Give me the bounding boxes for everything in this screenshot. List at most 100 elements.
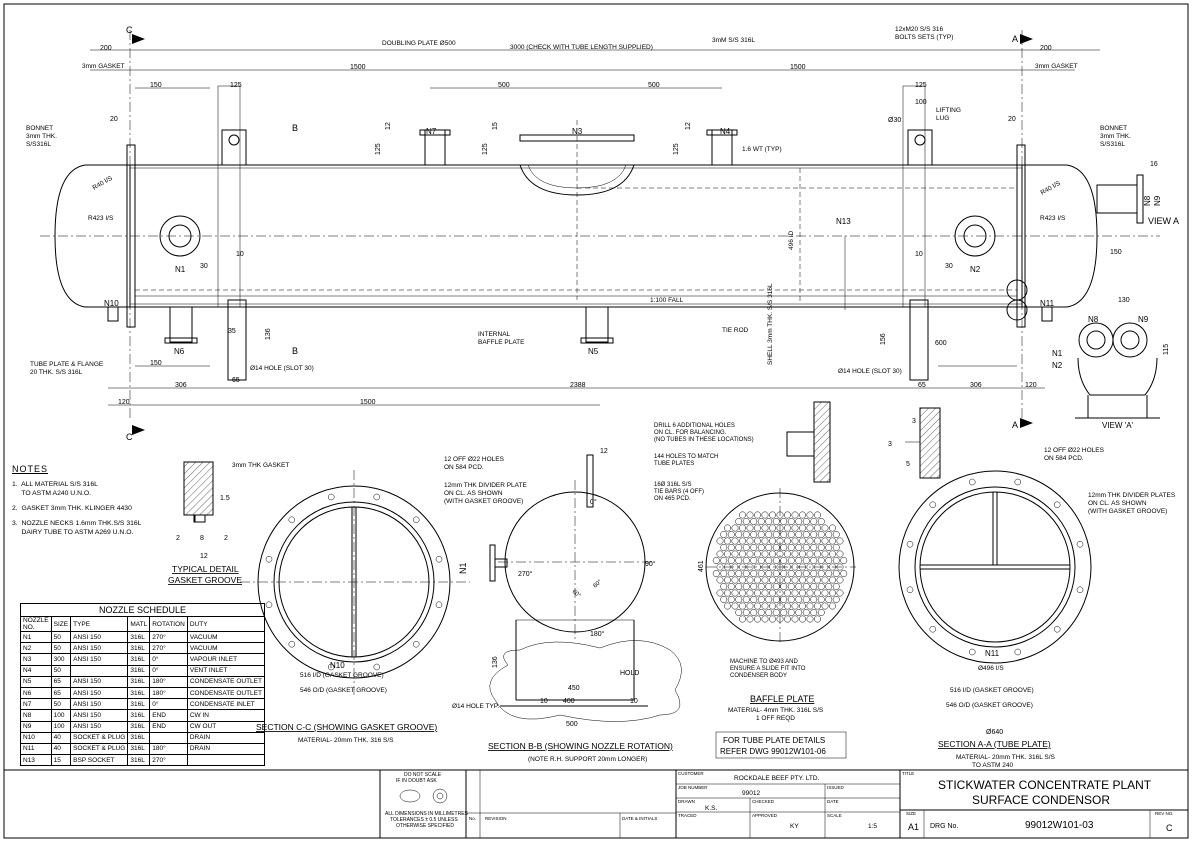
tube-hole [735,544,743,551]
tube-hole [806,537,814,545]
tube-hole [795,544,803,551]
tube-hole [765,596,773,603]
tube-hole [772,544,780,551]
tube-hole [829,602,836,610]
groove-8: 8 [200,535,204,542]
bolt-hole [435,555,443,563]
tube-hole [784,550,791,558]
bb-dim-12: 12 [600,448,608,455]
n6-label: N6 [174,347,185,356]
tube-hole [784,615,791,623]
bolt-hole [1014,478,1022,486]
tube-hole [780,544,788,551]
tube-hole [802,557,810,564]
checked-label: CHECKED [752,799,775,804]
tube-hole [754,524,761,532]
view-a2-label: VIEW 'A' [1102,421,1134,430]
dim-130: 130 [1118,297,1130,304]
dim-200-left: 200 [100,45,112,52]
view-a-label: VIEW A [1148,216,1179,226]
tube-hole [780,596,788,603]
tube-hole [814,576,821,584]
tube-hole [746,524,754,532]
tube-hole [742,583,750,590]
nozzle-cell: VACUUM [186,642,265,655]
doubling-plate-label: DOUBLING PLATE Ø500 [382,40,456,47]
nozzle-cell: ANSI 150 [70,630,129,644]
view-a-n9: N9 [1138,315,1149,324]
tube-hole [784,602,791,610]
bolt-hole [373,663,381,671]
gasket3-label: 3mm THK GASKET [232,462,289,469]
nozzle-cell: 316L [127,642,151,655]
bolt-hole [929,625,937,633]
nozzle-n8 [1096,184,1138,214]
dim-500-b: 500 [648,82,660,89]
tube-hole [757,596,765,603]
tube-hole [825,544,833,551]
dim-20-a: 20 [110,116,118,123]
section-a-top: A [1012,34,1018,44]
nozzle-cell: 180° [149,742,188,756]
tube-hole [810,596,818,603]
tube-hole [735,518,743,525]
tube-hole [829,576,836,584]
tube-hole [787,596,795,603]
dim-306-a: 306 [175,382,187,389]
nozzle-cell: 180° [149,675,188,688]
tube-hole [836,537,844,545]
tube-hole [802,609,810,616]
dim-1500-a: 1500 [350,64,366,71]
nozzle-cell [186,754,265,767]
tube-hole [735,531,743,538]
lifting-lug-left [221,129,247,166]
tube-hole [731,589,739,597]
tube-hole [784,537,791,545]
bb-dim-10b: 10 [630,698,638,705]
nozzle-cell: END [149,720,188,733]
dim-100: 100 [915,99,927,106]
tube-hole [769,589,776,597]
tube-hole [817,518,825,525]
bolt-hole [1053,501,1061,509]
tube-hole [739,615,746,623]
nozzle-cell: 0° [149,698,188,711]
tube-hole [757,544,765,551]
tube-hole [739,511,746,519]
dim-306-b: 306 [970,382,982,389]
tube-hole [716,563,724,571]
bb-dim-136: 136 [492,656,499,668]
tube-hole [720,583,728,590]
dim-1500-c: 1500 [360,399,376,406]
nozzle-cell: 316L [127,675,151,688]
dim-65-a: 65 [232,377,240,384]
tube-hole [724,589,731,597]
tube-hole [750,596,758,603]
issued-label: ISSUED [827,785,845,790]
nozzle-cell: 316L [127,630,151,644]
overall-length: 3000 (CHECK WITH TUBE LENGTH SUPPLIED) [510,44,653,51]
tube-hole [810,570,818,577]
bolt-hole [265,555,273,563]
tube-hole [765,531,773,538]
note-item: 2. GASKET 3mm THK. KLINGER 4430 [12,505,132,512]
tube-hole [821,537,829,545]
tube-hole [832,544,840,551]
nozzle-cell: 65 [50,675,72,688]
tube-hole [787,544,795,551]
nozzle-cell: 180° [149,686,188,700]
section-c-top: C [126,25,133,35]
dim-12-a: 12 [385,122,392,130]
d640-label: Ø640 [986,729,1003,736]
tube-hole [735,596,743,603]
tube-hole [791,602,799,610]
tube-hole [799,602,806,610]
tube-hole [787,518,795,525]
bolt-hole [412,516,420,524]
nozzle-cell: 316L [127,709,151,722]
nozzle-cell: SOCKET & PLUG [70,731,129,744]
